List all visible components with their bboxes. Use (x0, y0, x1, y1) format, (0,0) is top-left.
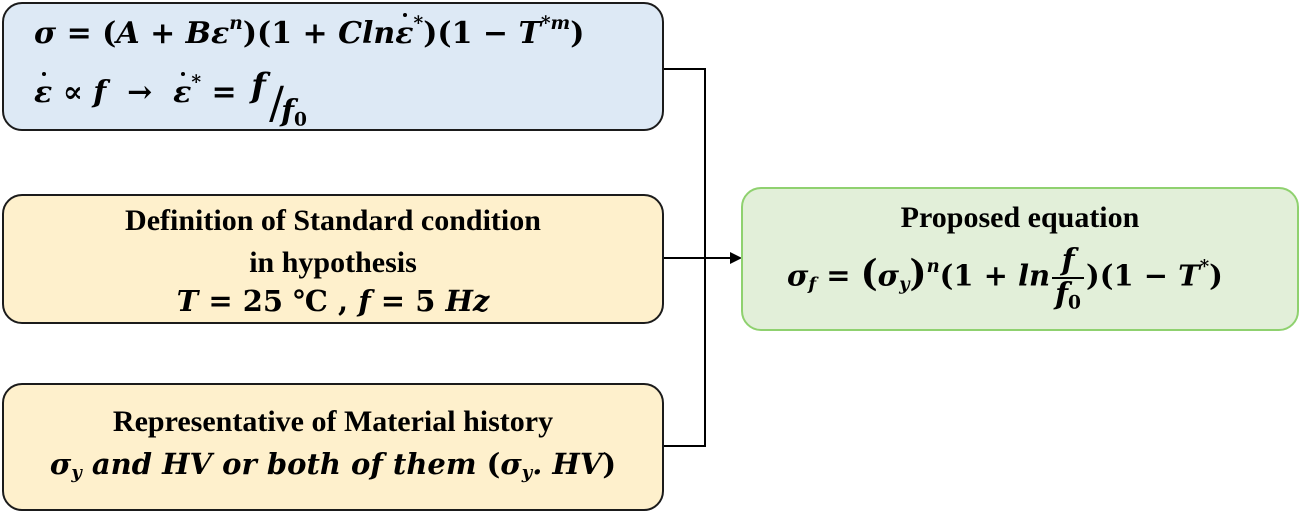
johnson-cook-box: σ = (A + Bεn)(1 + Clnε*)(1 − T*m) ε ∝ f … (2, 2, 664, 131)
standard-condition-values: T = 25 ℃ , f = 5 Hz (176, 284, 490, 318)
proposed-equation-title: Proposed equation (900, 201, 1140, 234)
material-history-box: Representative of Material history σy an… (2, 383, 664, 511)
material-history-parameters: σy and HV or both of them (σy. HV) (49, 447, 617, 484)
material-history-title: Representative of Material history (112, 405, 554, 438)
arrow-head-icon (730, 252, 742, 264)
standard-condition-box: Definition of Standard condition in hypo… (2, 194, 664, 324)
hypothesis-label: in hypothesis (249, 246, 417, 279)
connector-top (664, 68, 706, 258)
strain-rate-relation: ε ∝ f → ε* = f/f0 (34, 66, 307, 131)
standard-condition-title: Definition of Standard condition (125, 204, 541, 237)
johnson-cook-equation: σ = (A + Bεn)(1 + Clnε*)(1 − T*m) (34, 13, 585, 51)
connector-bottom (664, 258, 706, 447)
